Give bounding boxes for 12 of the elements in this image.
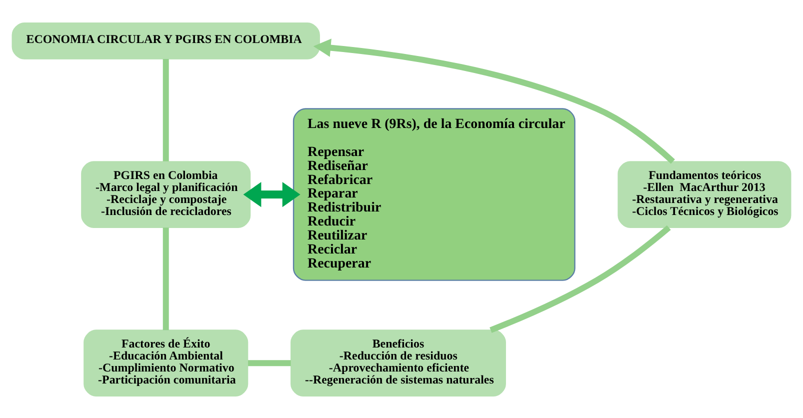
node-box: Fundamentos teóricos -Ellen MacArthur 2013 -Restaurativa y regenerativa -Ciclos Técnicos y Biológicos <box>618 160 792 228</box>
arrow <box>313 38 675 164</box>
node-box: Factores de Éxito -Educación Ambiental -Cumplimiento Normativo -Participación comunitaria <box>84 329 248 396</box>
node-box: Las nueve R (9Rs), de la Economía circular Repensar Rediseñar Refabricar Reparar Redistribuir Reducir Reutilizar Reciclar Recuperar <box>292 108 576 280</box>
arrow <box>243 181 300 207</box>
connector <box>162 227 169 330</box>
connector <box>490 224 671 332</box>
node-box: PGIRS en Colombia -Marco legal y planificación -Reciclaje y compostaje -Inclusión de recicladores <box>81 160 251 228</box>
node-box: Beneficios -Reducción de residuos -Aprovechamiento eficiente --Regeneración de sistemas naturales <box>290 329 506 396</box>
node-box: ECONOMIA CIRCULAR Y PGIRS EN COLOMBIA <box>12 22 320 59</box>
connector <box>248 360 291 366</box>
connector <box>162 58 169 161</box>
